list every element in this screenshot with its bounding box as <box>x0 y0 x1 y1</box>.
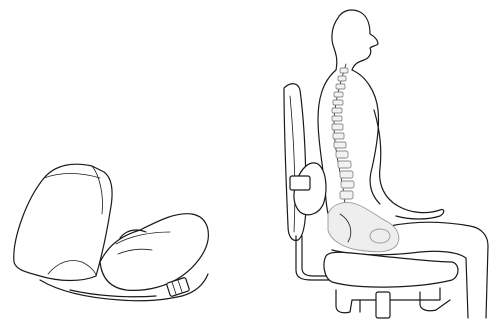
figure-arm <box>374 110 444 219</box>
figure-pelvis <box>328 202 399 251</box>
lumbar-cushion <box>14 164 209 301</box>
cushion-seat-wedge <box>100 214 208 291</box>
chair-base <box>336 290 352 313</box>
figure-spine <box>332 64 354 220</box>
figure-head <box>338 10 378 70</box>
chair-backrest <box>284 84 306 241</box>
cushion-bolster <box>14 164 112 280</box>
office-chair <box>284 84 458 318</box>
chair-seat <box>324 252 458 287</box>
